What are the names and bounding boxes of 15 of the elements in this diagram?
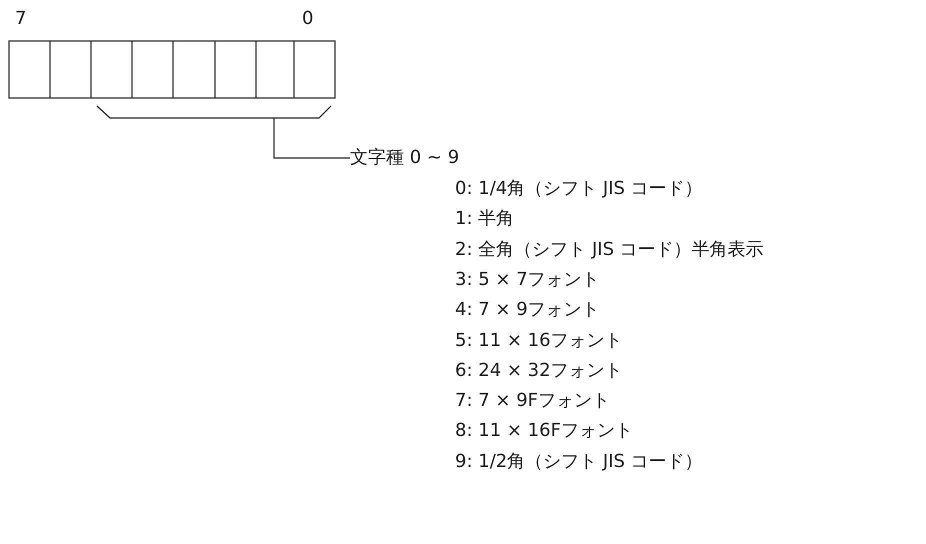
list-item: 6: 24 × 32フォント	[455, 360, 623, 382]
list-item: 4: 7 × 9フォント	[455, 299, 600, 322]
list-item: 3: 5 × 7フォント	[455, 268, 600, 291]
bit-number: 7	[15, 8, 26, 30]
list-item: 8: 11 × 16Fフォント	[455, 420, 633, 442]
field-label: 文字種 0 ~ 9	[350, 147, 460, 169]
list-item: 9: 1/2角（シフト JIS コード）	[455, 450, 703, 473]
bit-number: 0	[302, 8, 314, 30]
list-item: 1: 半角	[455, 208, 514, 230]
bracket-shape	[96, 106, 332, 119]
list-item: 7: 7 × 9Fフォント	[455, 390, 610, 412]
list-item: 0: 1/4角（シフト JIS コード）	[455, 178, 703, 200]
list-item: 5: 11 × 16フォント	[455, 330, 623, 352]
list-item: 2: 全角（シフト JIS コード）半角表示	[455, 238, 764, 261]
leader-line	[273, 118, 350, 159]
